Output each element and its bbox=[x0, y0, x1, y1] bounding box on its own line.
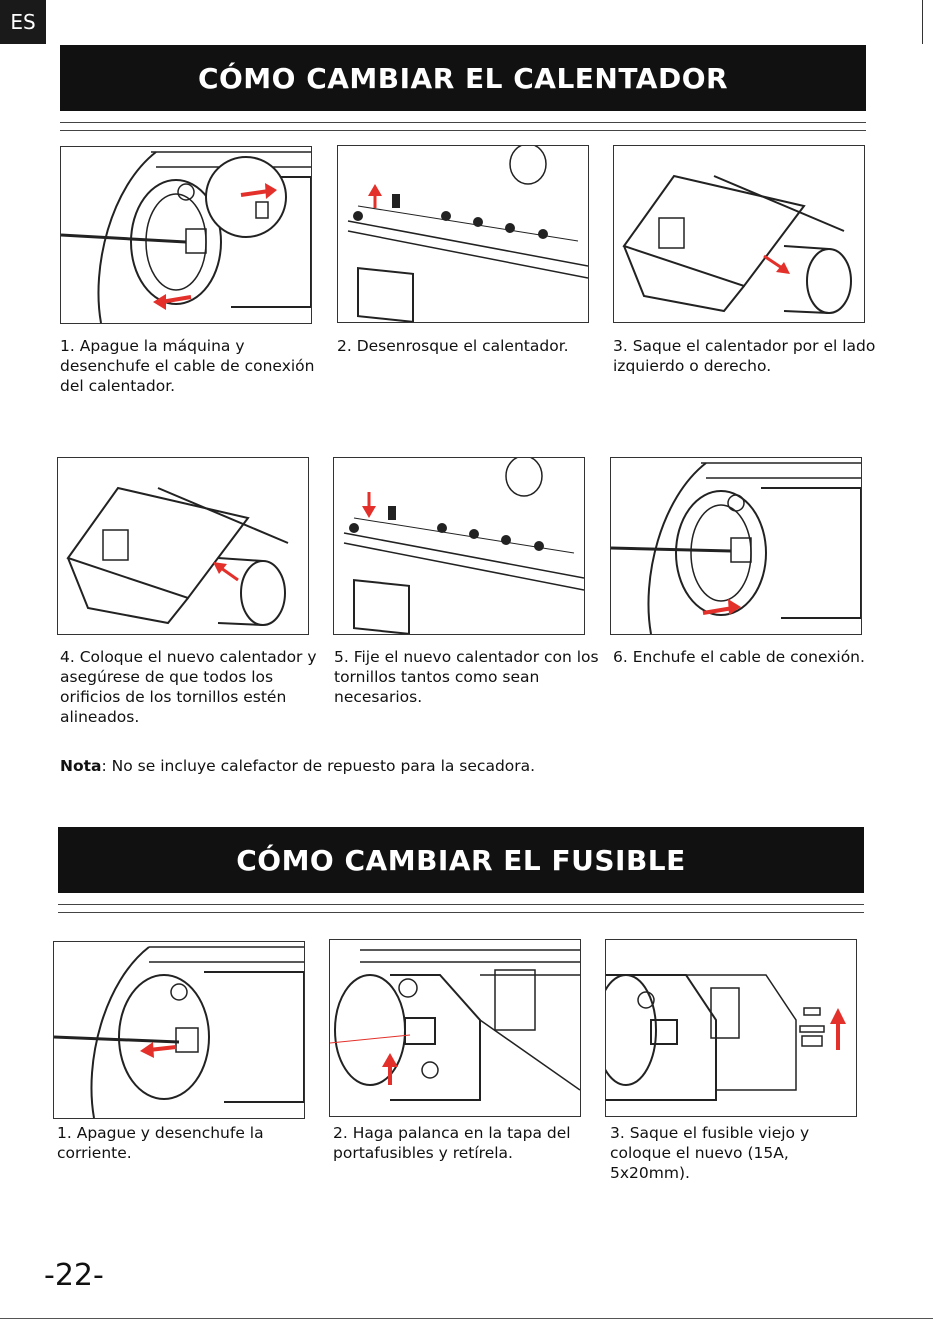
heater-step-5-caption: 5. Fije el nuevo calentador con los torn… bbox=[334, 648, 599, 706]
heater-section-banner: CÓMO CAMBIAR EL CALENTADOR bbox=[60, 45, 866, 111]
fuse-section-banner: CÓMO CAMBIAR EL FUSIBLE bbox=[58, 827, 864, 893]
fuse-step-1-caption: 1. Apague y desenchufe la corriente. bbox=[57, 1124, 264, 1162]
heater-step-3-caption: 3. Saque el calentador por el lado izqui… bbox=[613, 337, 876, 375]
heater-double-rule bbox=[60, 122, 866, 131]
note-text: : No se incluye calefactor de repuesto p… bbox=[101, 757, 536, 775]
heater-step-5-illustration bbox=[333, 457, 585, 635]
note-label: Nota bbox=[60, 757, 102, 775]
page-number: -22- bbox=[44, 1258, 104, 1293]
fuse-cover-illustration bbox=[330, 949, 580, 1101]
fasten-heater-illustration bbox=[343, 458, 584, 634]
replace-fuse-illustration bbox=[606, 974, 846, 1101]
heater-step-6-caption: 6. Enchufe el cable de conexión. bbox=[613, 648, 865, 666]
fuse-step-2-illustration bbox=[329, 939, 581, 1117]
note: Nota: No se incluye calefactor de repues… bbox=[60, 757, 535, 775]
insert-heater-illustration bbox=[66, 486, 289, 626]
remove-heater-illustration bbox=[622, 174, 852, 314]
machine-cable-illustration bbox=[61, 151, 311, 323]
heater-step-1-illustration bbox=[60, 146, 312, 324]
unscrew-heater-illustration bbox=[347, 146, 588, 322]
edge-rule bbox=[922, 0, 923, 44]
plug-cable-illustration bbox=[611, 462, 861, 634]
fuse-section-title: CÓMO CAMBIAR EL FUSIBLE bbox=[236, 843, 686, 877]
heater-step-3-illustration bbox=[613, 145, 865, 323]
heater-step-2-caption: 2. Desenrosque el calentador. bbox=[337, 337, 569, 355]
heater-step-4-caption: 4. Coloque el nuevo calentador y asegúre… bbox=[60, 648, 317, 726]
fuse-step-2-caption: 2. Haga palanca en la tapa del portafusi… bbox=[333, 1124, 571, 1162]
heater-step-2-illustration bbox=[337, 145, 589, 323]
fuse-step-3-caption: 3. Saque el fusible viejo y coloque el n… bbox=[610, 1124, 810, 1182]
language-tab: ES bbox=[0, 0, 46, 44]
fuse-step-3-illustration bbox=[605, 939, 857, 1117]
fuse-step-1-illustration bbox=[53, 941, 305, 1119]
footer-rule bbox=[0, 1318, 933, 1319]
unplug-power-illustration bbox=[54, 946, 304, 1118]
heater-section-title: CÓMO CAMBIAR EL CALENTADOR bbox=[197, 61, 729, 95]
heater-step-4-illustration bbox=[57, 457, 309, 635]
heater-step-6-illustration bbox=[610, 457, 862, 635]
fuse-double-rule bbox=[58, 904, 864, 913]
heater-step-1-caption: 1. Apague la máquina y desenchufe el cab… bbox=[60, 337, 315, 395]
